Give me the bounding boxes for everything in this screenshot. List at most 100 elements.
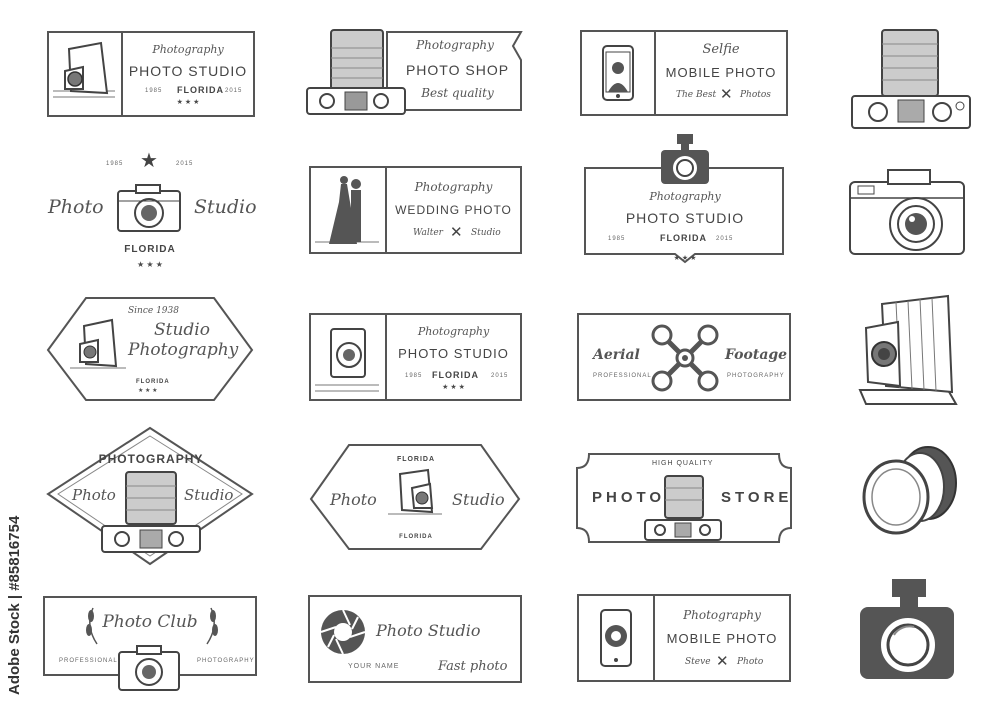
logo-left-word: Aerial	[593, 347, 640, 363]
lens-camera-icon	[306, 29, 406, 115]
logo-photo-studio-retro: 1985 ★ 2015 Photo Studio FLORIDA ★ ★ ★	[44, 148, 257, 274]
dslr-flash-camera-icon	[661, 134, 709, 184]
logo-selfie-mobile-photo: Selfie MOBILE PHOTO The Best ✕ Photos	[580, 30, 788, 116]
label-right: Photo	[737, 657, 764, 667]
bellows-camera-icon	[53, 41, 115, 98]
logo-script: Photography	[152, 43, 224, 56]
logo-right-word: STORE	[721, 489, 793, 506]
cross-icon: ✕	[450, 224, 463, 241]
year-left: 1985	[106, 161, 124, 167]
lens-camera-icon	[101, 471, 201, 553]
name-label: YOUR NAME	[348, 663, 400, 670]
stars: ★ ★ ★	[673, 255, 697, 262]
photo-studio-banner-frame	[584, 167, 784, 264]
lens-camera-icon	[851, 29, 971, 129]
stars: ★ ★ ★	[176, 99, 200, 106]
logo-line1: Studio	[154, 320, 210, 340]
logo-left-word: Photo	[330, 490, 377, 509]
year-right: 2015	[176, 161, 194, 167]
sub-right: PHOTOGRAPHY	[197, 658, 255, 664]
place-label: FLORIDA	[136, 379, 170, 385]
retro-camera-icon	[117, 184, 181, 232]
bellows-camera-icon	[388, 468, 442, 515]
logo-script: Photography	[649, 190, 721, 203]
bellows-camera-icon	[858, 294, 958, 405]
sub-right: PHOTOGRAPHY	[727, 373, 785, 379]
year-left: 1985	[145, 88, 163, 94]
logo-title: MOBILE PHOTO	[666, 631, 778, 646]
logo-mobile-photo-steve: Photography MOBILE PHOTO Steve ✕ Photo	[577, 594, 791, 682]
logo-right-word: Footage	[725, 347, 788, 363]
place-label: FLORIDA	[660, 233, 707, 243]
logo-script: Photography	[414, 180, 493, 194]
logo-right-word: Studio	[184, 486, 234, 504]
bellows-camera-icon	[70, 318, 126, 369]
top-label: HIGH QUALITY	[652, 460, 714, 467]
stock-watermark: Adobe Stock | #85816754	[6, 515, 23, 695]
label-right: Photos	[740, 90, 771, 100]
logo-right-word: Studio	[194, 196, 257, 218]
place-label: FLORIDA	[432, 370, 479, 380]
bottom-label: FLORIDA	[399, 534, 433, 540]
cross-icon: ✕	[716, 653, 729, 670]
logo-title: WEDDING PHOTO	[395, 203, 512, 217]
stars: ★ ★ ★	[442, 384, 465, 391]
logo-script: Photography	[683, 608, 761, 622]
retro-camera-icon	[118, 645, 180, 691]
logo-left-word: Photo	[72, 486, 116, 504]
logo-title: PHOTO STUDIO	[128, 63, 248, 79]
logo-line2: Photography	[128, 340, 239, 360]
year-right: 2015	[491, 373, 509, 379]
sub-left: PROFESSIONAL	[593, 373, 652, 379]
drone-icon	[651, 324, 719, 392]
place-label: FLORIDA	[177, 85, 224, 95]
logo-tagline: Fast photo	[438, 659, 508, 674]
sub-left: PROFESSIONAL	[59, 658, 118, 664]
laurel-right-icon	[206, 607, 218, 645]
logo-aerial-footage: Aerial Footage PROFESSIONAL PHOTOGRAPHY	[577, 313, 791, 401]
lens-hood-icon	[862, 446, 957, 535]
logo-photo-studio-shutter: Photo Studio YOUR NAME Fast photo	[308, 595, 522, 683]
star-icon: ★	[140, 150, 158, 172]
logo-title: PHOTO SHOP	[405, 62, 510, 78]
logo-script: Photo Studio	[376, 621, 481, 640]
label-left: Steve	[685, 657, 711, 667]
year-right: 2015	[716, 236, 734, 242]
smartphone-selfie-icon	[602, 45, 634, 101]
logo-script: Photography	[416, 38, 494, 52]
lens-camera-icon	[644, 475, 722, 541]
since-label: Since 1938	[128, 306, 179, 316]
logo-script: Photography	[417, 325, 490, 338]
label-left: Walter	[413, 228, 443, 238]
logo-script: Photo Club	[102, 612, 198, 632]
logo-script: Selfie	[702, 42, 740, 57]
smartphone-aperture-icon	[600, 609, 632, 667]
laurel-left-icon	[86, 607, 98, 645]
year-left: 1985	[608, 236, 626, 242]
stars: ★ ★ ★	[137, 260, 163, 269]
logo-left-word: PHOTO	[592, 489, 666, 506]
top-label: FLORIDA	[396, 456, 436, 463]
cross-icon: ✕	[720, 86, 733, 103]
year-left: 1985	[405, 373, 423, 379]
retro-camera-icon	[849, 169, 965, 255]
logo-left-word: Photo	[48, 196, 104, 218]
retro-camera-icon	[315, 328, 379, 392]
aperture-shutter-icon	[320, 609, 366, 655]
logo-title: MOBILE PHOTO	[665, 65, 777, 80]
arc-title: PHOTOGRAPHY	[98, 452, 204, 466]
wedding-couple-icon	[315, 176, 379, 244]
logo-tagline: Best quality	[421, 86, 494, 100]
logo-title: PHOTO STUDIO	[398, 346, 509, 361]
label-left: The Best	[676, 90, 717, 100]
logo-photo-club: Photo Club PROFESSIONAL PHOTOGRAPHY	[43, 596, 257, 691]
year-right: 2015	[225, 88, 243, 94]
stars: ★ ★ ★	[138, 388, 158, 394]
place-label: FLORIDA	[124, 244, 176, 255]
logo-wedding-photo: Photography WEDDING PHOTO Walter ✕ Studi…	[309, 166, 522, 254]
logo-photo-studio-camera: Photography PHOTO STUDIO 1985 FLORIDA 20…	[309, 313, 522, 401]
logo-title: PHOTO STUDIO	[625, 210, 745, 226]
logo-photo-studio-florida: Photography PHOTO STUDIO 1985 FLORIDA 20…	[47, 31, 255, 117]
logo-right-word: Studio	[452, 490, 505, 509]
label-right: Studio	[471, 228, 501, 238]
